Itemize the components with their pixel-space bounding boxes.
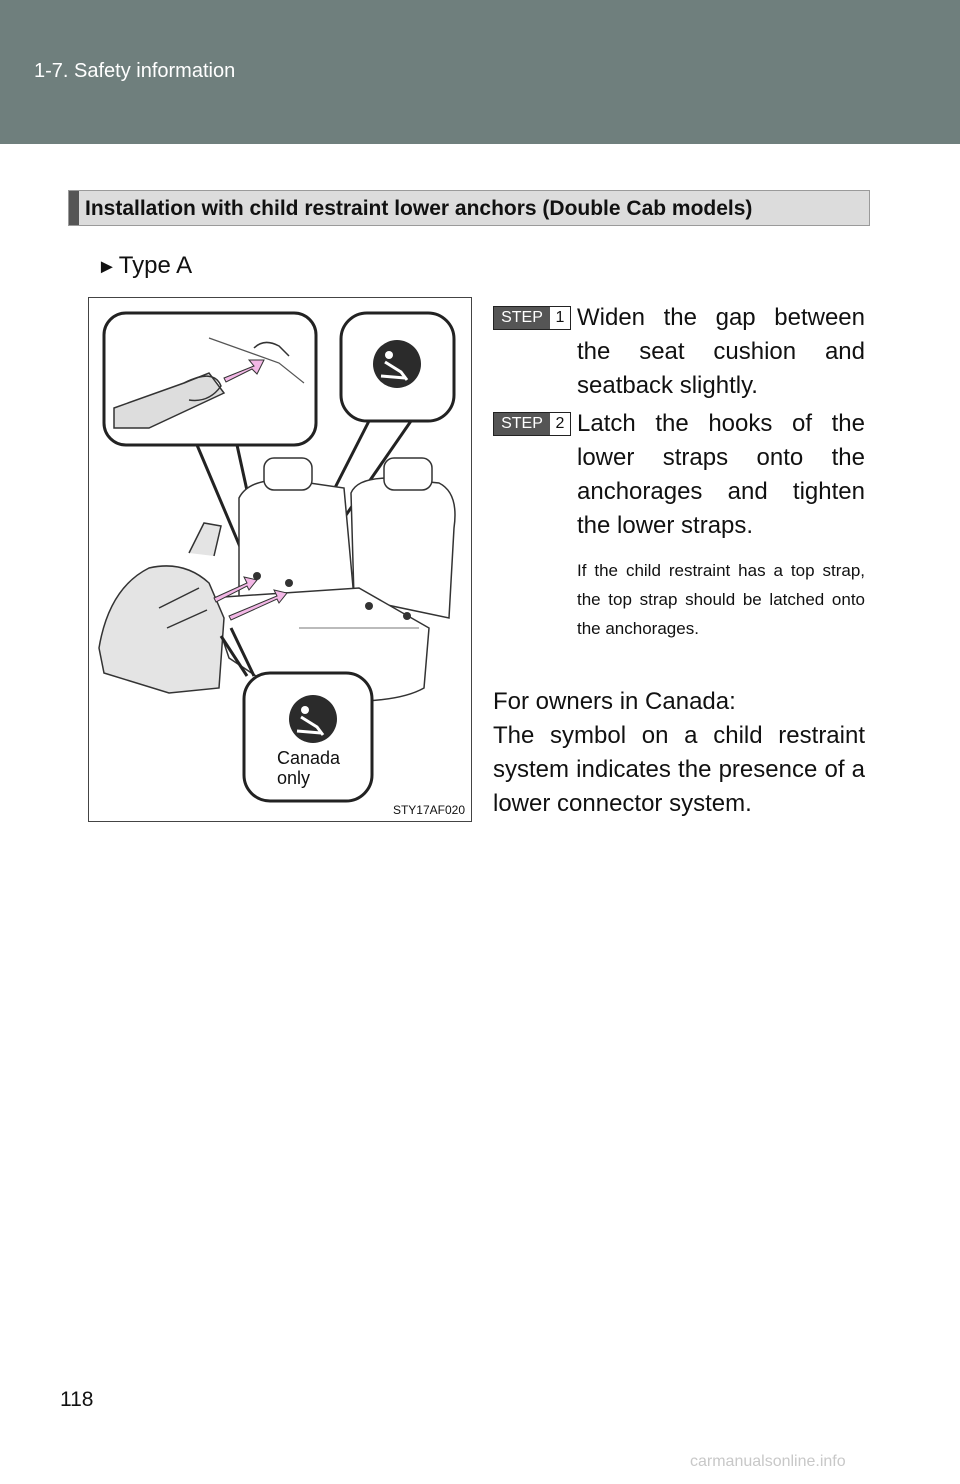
pink-arrow-icon	[223, 359, 265, 383]
callout-pointer	[219, 635, 249, 677]
step-badge-number: 1	[550, 307, 570, 329]
anchor-icon	[253, 341, 290, 357]
top-strap-note: If the child restraint has a top strap, …	[577, 561, 865, 638]
canada-text: The symbol on a child restraint system i…	[493, 722, 865, 817]
canada-symbol-icon	[289, 695, 337, 743]
hook-icon	[183, 375, 222, 402]
pink-arrow-icon	[228, 589, 288, 621]
type-label-text: Type A	[118, 252, 193, 279]
callout-pointer	[229, 627, 256, 677]
top-strap	[188, 522, 222, 557]
figure-code: STY17AF020	[392, 803, 465, 817]
step-2: STEP 2 Latch the hooks of the lower stra…	[493, 407, 865, 543]
headrest-right	[383, 457, 433, 491]
step-text: Latch the hooks of the lower straps onto…	[577, 410, 865, 539]
canada-only-label: Canada only	[277, 748, 340, 788]
canada-label-line: only	[277, 768, 311, 788]
step-badge: STEP 2	[493, 412, 571, 436]
triangle-bullet-icon: ►	[97, 256, 117, 278]
header-section-title: 1-7. Safety information	[34, 60, 236, 82]
child-seat-illustration: Canada only STY17AF020	[88, 297, 472, 822]
canada-label-line: Canada	[277, 748, 341, 768]
step-badge-label: STEP	[494, 307, 550, 329]
illustration-drawing	[98, 311, 456, 803]
child-seat	[98, 565, 225, 694]
section-title: Installation with child restraint lower …	[85, 197, 753, 220]
child-restraint-symbol-icon	[373, 340, 421, 388]
headrest-left	[263, 457, 313, 491]
step-badge-number: 2	[550, 413, 570, 435]
type-label: ►Type A	[97, 252, 192, 280]
watermark: carmanualsonline.info	[690, 1453, 846, 1470]
pink-arrow-icon	[213, 576, 258, 603]
seatback-left	[238, 479, 355, 599]
step-1: STEP 1 Widen the gap between the seat cu…	[493, 301, 865, 403]
step-text: Widen the gap between the seat cushion a…	[577, 304, 865, 399]
canada-heading: For owners in Canada:	[493, 688, 736, 715]
section-heading-bar: Installation with child restraint lower …	[68, 190, 870, 226]
anchor-bar-icon	[208, 337, 305, 384]
section-heading-accent	[69, 191, 79, 225]
page-number: 118	[60, 1388, 94, 1411]
step-badge: STEP 1	[493, 306, 571, 330]
seatback-right	[350, 477, 456, 619]
step-badge-label: STEP	[494, 413, 550, 435]
page-header: 1-7. Safety information	[0, 0, 960, 144]
